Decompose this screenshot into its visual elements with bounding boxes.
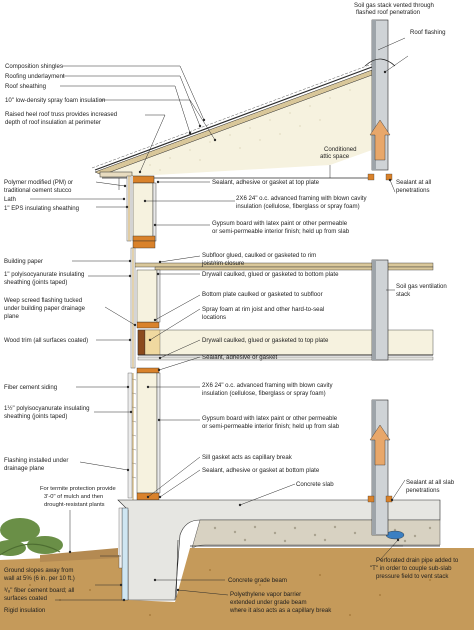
label-soil-gas-stack-vented-1: Soil gas stack vented through <box>354 2 434 9</box>
label-ground-slopes-2: wall at 5% (6 in. per 10 ft.) <box>3 575 75 582</box>
label-vapor-barrier-3: where it also acts as a capillary break <box>229 607 332 614</box>
label-fiber-cement-board-2: surfaces coated <box>4 595 47 602</box>
label-rigid-insulation: Rigid insulation <box>4 607 45 614</box>
label-sill-gasket: Sill gasket acts as capillary break <box>202 454 293 461</box>
label-advanced-framing-1b: insulation (cellulose, fiberglass or spr… <box>236 203 360 210</box>
label-lath: Lath <box>4 196 16 203</box>
label-concrete-slab: Concrete slab <box>296 481 334 488</box>
label-bottom-plate-subfloor: Bottom plate caulked or gasketed to subf… <box>202 291 323 298</box>
label-flashing-drainage-2: drainage plane <box>4 465 45 472</box>
foundation <box>0 499 474 630</box>
label-flashing-drainage-1: Flashing installed under <box>4 457 68 464</box>
label-subfloor-glued-2: joist/rim closure <box>201 260 245 267</box>
label-polymer-stucco-1: Polymer modified (PM) or <box>4 179 73 186</box>
label-advanced-framing-1a: 2X6 24" o.c. advanced framing with blown… <box>236 195 367 202</box>
label-vapor-barrier-1: Polyethylene vapor barrier <box>230 591 301 598</box>
label-subfloor-glued-1: Subfloor glued, caulked or gasketed to r… <box>202 252 316 259</box>
label-fiber-cement-siding: Fiber cement siding <box>4 384 57 391</box>
label-sealant-top-plate: Sealant, adhesive or gasket at top plate <box>212 179 320 186</box>
label-drywall-bottom-plate: Drywall caulked, glued or gasketed to bo… <box>202 271 339 278</box>
label-weep-screed-3: plane <box>4 313 20 320</box>
label-sealant-adhesive-gasket: Sealant, adhesive or gasket <box>202 354 278 361</box>
labels: Soil gas stack vented through flashed ro… <box>3 2 459 614</box>
label-advanced-framing-2b: insulation (cellulose, fiberglass or spr… <box>202 390 326 397</box>
label-composition-shingles: Composition shingles <box>5 63 63 70</box>
label-gypsum-board-2a: Gypsum board with latex paint or other p… <box>202 415 338 422</box>
label-polymer-stucco-2: traditional cement stucco <box>4 187 72 194</box>
label-eps-sheathing: 1" EPS insulating sheathing <box>4 205 79 212</box>
label-gypsum-board-2b: or semi-permeable interior finish; held … <box>202 423 340 430</box>
label-roofing-underlayment: Roofing underlayment <box>5 73 65 80</box>
label-weep-screed-1: Weep screed flashing tucked <box>4 297 82 304</box>
plant-icon <box>0 518 63 556</box>
label-building-paper: Building paper <box>4 258 43 265</box>
label-fiber-cement-board-1: ³/₈" fiber cement board; all <box>4 587 74 594</box>
label-weep-screed-2: under building paper drainage <box>4 305 86 312</box>
label-gypsum-board-1b: or semi-permeable interior finish; held … <box>212 228 350 235</box>
label-drain-pipe-2: "T" in order to couple sub-slab <box>370 565 452 572</box>
soil-gas-stack <box>364 19 396 536</box>
label-drain-pipe-1: Perforated drain pipe added to <box>376 557 459 564</box>
label-vapor-barrier-2: extended under grade beam <box>230 599 307 606</box>
label-termite-1: For termite protection provide <box>40 486 116 492</box>
label-soil-gas-ventilation-2: stack <box>396 291 411 298</box>
label-polyiso-sheathing-1b: sheathing (joints taped) <box>4 279 67 286</box>
lower-wall <box>127 367 161 501</box>
label-sealant-slab-penetrations-2: penetrations <box>406 487 440 494</box>
label-termite-3: drought-resistant plants <box>44 502 105 508</box>
label-polyiso-sheathing-1a: 1" polyisocyanurate insulating <box>4 271 84 278</box>
label-soil-gas-ventilation-1: Soil gas ventilation <box>396 283 447 290</box>
label-gypsum-board-1a: Gypsum board with latex paint or other p… <box>212 220 348 227</box>
label-raised-heel-truss-1: Raised heel roof truss provides increase… <box>5 111 117 118</box>
label-polyiso-sheathing-2a: 1½" polyisocyanurate insulating <box>4 405 90 412</box>
label-spray-foam-rim-1: Spray foam at rim joist and other hard-t… <box>202 306 324 313</box>
upper-wall <box>126 175 157 242</box>
label-spray-foam-rim-2: locations <box>202 314 226 321</box>
label-drywall-top-plate: Drywall caulked, glued or gasketed to to… <box>202 337 329 344</box>
label-concrete-grade-beam: Concrete grade beam <box>228 577 287 584</box>
label-roof-flashing: Roof flashing <box>410 29 446 36</box>
label-advanced-framing-2a: 2X6 24" o.c. advanced framing with blown… <box>202 382 333 389</box>
label-sealant-bottom-plate: Sealant, adhesive or gasket at bottom pl… <box>202 467 320 474</box>
label-soil-gas-stack-vented-2: flashed roof penetration <box>356 9 420 16</box>
label-termite-2: 3'-0" of mulch and then <box>44 494 103 500</box>
label-drain-pipe-3: pressure field to vent stack <box>376 573 449 580</box>
upward-arrow-icon <box>369 119 391 466</box>
label-sealant-slab-penetrations-1: Sealant at all slab <box>406 479 455 486</box>
label-roof-sheathing: Roof sheathing <box>5 83 46 90</box>
label-conditioned-attic-2: attic space <box>320 153 350 160</box>
label-sealant-penetrations-1: Sealant at all <box>396 179 431 186</box>
label-polyiso-sheathing-2b: sheathing (joints taped) <box>4 413 67 420</box>
label-spray-foam-insulation: 10" low-density spray foam insulation <box>5 97 105 104</box>
label-sealant-penetrations-2: penetrations <box>396 187 430 194</box>
leader-lines <box>30 37 409 602</box>
roof-assembly <box>91 63 373 190</box>
label-ground-slopes-1: Ground slopes away from <box>4 567 73 574</box>
label-conditioned-attic-1: Conditioned <box>324 146 357 153</box>
label-raised-heel-truss-2: depth of roof insulation at perimeter <box>5 119 101 126</box>
label-wood-trim: Wood trim (all surfaces coated) <box>4 337 88 344</box>
